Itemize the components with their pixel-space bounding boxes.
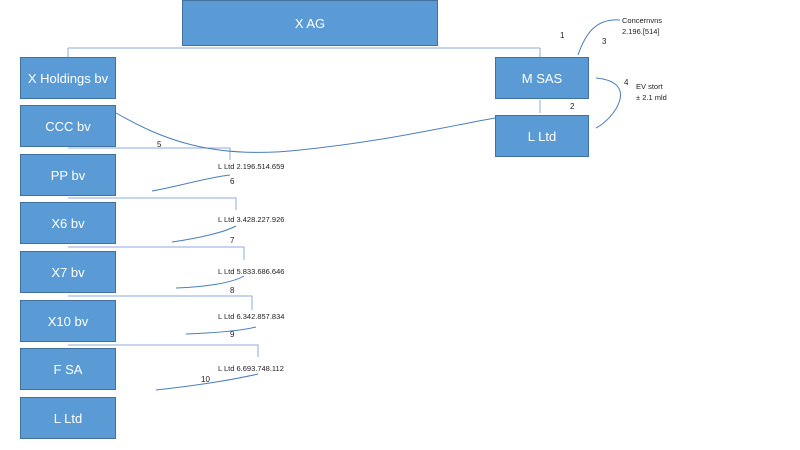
- curve-step-6: [151, 174, 231, 192]
- curve-step-7: [171, 225, 237, 243]
- node-x7: X7 bv: [20, 251, 116, 293]
- step-1: 1: [560, 31, 565, 40]
- step-3: 3: [602, 37, 607, 46]
- connector-x10-fsa: [68, 344, 259, 357]
- node-l-ltd-bottom: L Ltd: [20, 397, 116, 439]
- step-7: 7: [230, 236, 235, 245]
- step-2: 2: [570, 102, 575, 111]
- node-x6: X6 bv: [20, 202, 116, 244]
- label-amount-x7: L Ltd 5.833.686.646: [218, 267, 285, 276]
- step-6: 6: [230, 177, 235, 186]
- node-x-holdings: X Holdings bv: [20, 57, 116, 99]
- label-amount-fsa: L Ltd 6.693.748.112: [218, 364, 284, 373]
- label-amount-pp: L Ltd 2.196.514.659: [218, 162, 285, 171]
- curve-step-1-3: [577, 19, 621, 56]
- connector-x7-x10: [68, 295, 253, 310]
- step-10: 10: [201, 375, 210, 384]
- node-x10: X10 bv: [20, 300, 116, 342]
- node-m-sas: M SAS: [495, 57, 589, 99]
- node-pp: PP bv: [20, 154, 116, 196]
- curve-step-9: [185, 326, 257, 335]
- label-concernvns: Concernvns: [622, 16, 663, 25]
- label-amount-x10: L Ltd 6.342.857.834: [218, 312, 285, 321]
- step-4: 4: [624, 78, 629, 87]
- step-5: 5: [157, 140, 162, 149]
- node-ccc: CCC bv: [20, 105, 116, 147]
- step-8: 8: [230, 286, 235, 295]
- label-amount-x6: L Ltd 3.428.227.926: [218, 215, 285, 224]
- label-ev-stort-value: ± 2.1 mld: [636, 93, 667, 102]
- connector-top: [67, 47, 541, 57]
- node-x-ag: X AG: [182, 0, 438, 46]
- node-l-ltd-right: L Ltd: [495, 115, 589, 157]
- connector-x6-x7: [68, 246, 245, 260]
- curve-step-8: [175, 275, 245, 289]
- label-ev-stort: EV stort: [636, 82, 663, 91]
- curve-step-5: [115, 112, 496, 153]
- connector-ccc-pp: [68, 147, 231, 160]
- connector-pp-x6: [68, 197, 237, 210]
- step-9: 9: [230, 330, 235, 339]
- label-concernvns-value: 2.196.[514]: [622, 27, 660, 36]
- curve-step-4: [595, 77, 621, 129]
- curve-step-10: [155, 373, 259, 391]
- node-fsa: F SA: [20, 348, 116, 390]
